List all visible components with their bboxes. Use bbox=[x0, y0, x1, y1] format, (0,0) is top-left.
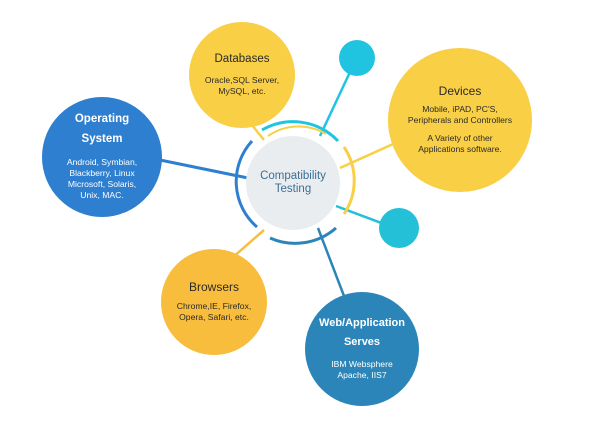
connector-web bbox=[316, 227, 346, 297]
devices-line: Applications software. bbox=[418, 144, 502, 155]
center-ring-arc-yellow-top bbox=[267, 125, 327, 137]
center-ring-arc-cyan-top bbox=[261, 120, 340, 143]
node-web-application: Web/Application Serves IBM Websphere Apa… bbox=[305, 292, 419, 406]
operating-system-title-line: Operating bbox=[74, 113, 130, 126]
node-devices: Devices Mobile, iPAD, PC'S, Peripherals … bbox=[388, 48, 532, 192]
node-compatibility-testing: Compatibility Testing bbox=[246, 136, 340, 230]
decorative-dot-top bbox=[339, 40, 375, 76]
web-application-title-line: Serves bbox=[343, 335, 381, 348]
browsers-line: Opera, Safari, etc. bbox=[179, 311, 249, 322]
node-browsers: Browsers Chrome,IE, Firefox, Opera, Safa… bbox=[161, 249, 267, 355]
devices-line: Peripherals and Controllers bbox=[407, 115, 513, 126]
operating-system-line: Unix, MAC. bbox=[80, 189, 124, 200]
center-ring-arc-blue-left bbox=[234, 139, 258, 229]
devices-line: A Variety of other bbox=[427, 133, 493, 144]
node-databases: Databases Oracle,SQL Server, MySQL, etc. bbox=[189, 22, 295, 128]
connector-browsers bbox=[231, 229, 265, 259]
center-ring-arc-yellow-right bbox=[342, 146, 356, 215]
connector-os bbox=[159, 158, 249, 180]
connector-right-dot bbox=[335, 204, 385, 226]
decorative-dot-right bbox=[379, 208, 419, 248]
node-operating-system: Operating System Android, Symbian, Black… bbox=[42, 97, 162, 217]
center-ring-arc-teal-bottom bbox=[269, 226, 337, 245]
operating-system-line: Blackberry, Linux bbox=[69, 167, 135, 178]
databases-line: Oracle,SQL Server, bbox=[204, 74, 280, 85]
web-application-line: Apache, IIS7 bbox=[337, 370, 387, 381]
operating-system-title-line: System bbox=[81, 132, 123, 145]
databases-title: Databases bbox=[214, 53, 270, 66]
devices-line: Mobile, iPAD, PC'S, bbox=[422, 104, 498, 115]
databases-line: MySQL, etc. bbox=[218, 85, 266, 96]
browsers-line: Chrome,IE, Firefox, bbox=[176, 300, 252, 311]
devices-title: Devices bbox=[438, 83, 482, 98]
browsers-title: Browsers bbox=[188, 280, 239, 295]
web-application-title-line: Web/Application bbox=[319, 316, 405, 329]
center-title-line: Testing bbox=[274, 183, 312, 195]
web-application-line: IBM Websphere bbox=[331, 359, 393, 370]
center-title-line: Compatibility bbox=[260, 169, 326, 182]
operating-system-line: Android, Symbian, bbox=[66, 156, 138, 167]
connector-top-dot bbox=[318, 71, 352, 137]
operating-system-line: Microsoft, Solaris, bbox=[67, 178, 137, 189]
